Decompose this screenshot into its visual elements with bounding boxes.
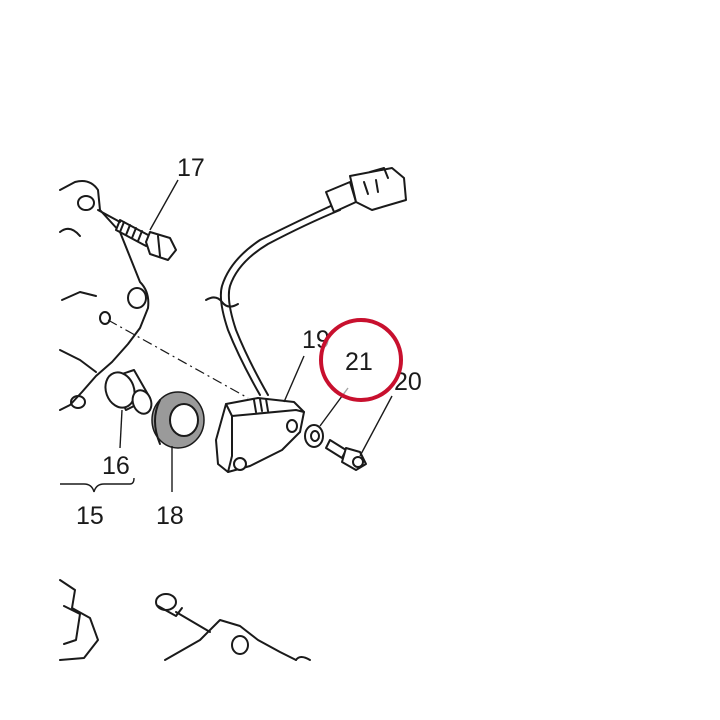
screw-part-20 — [325, 439, 367, 471]
lower-bracket — [155, 593, 311, 661]
highlight-ring — [319, 318, 403, 402]
leader-lines — [119, 179, 393, 492]
callout-15: 15 — [76, 502, 104, 530]
callout-17: 17 — [177, 154, 205, 182]
assembly-centerline — [107, 319, 249, 399]
lower-casing-fragment — [59, 579, 99, 661]
bolt-part-17 — [97, 209, 177, 261]
engine-casing — [59, 180, 150, 411]
washer-part-21 — [304, 424, 324, 448]
sensor-part-19 — [205, 167, 407, 473]
assembly-brace-15 — [60, 477, 135, 493]
bushing-part-16 — [104, 369, 153, 415]
callout-18: 18 — [156, 502, 184, 530]
seal-part-18 — [151, 391, 205, 449]
callout-21: 21 — [345, 348, 373, 376]
callout-16: 16 — [102, 452, 130, 480]
